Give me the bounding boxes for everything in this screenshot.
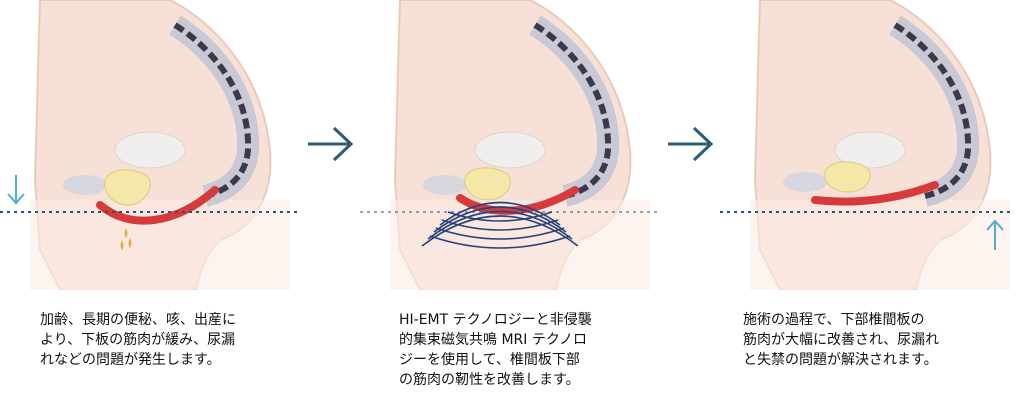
pelvic-bone [423, 175, 467, 195]
bladder [104, 169, 151, 206]
organ-shape [114, 131, 186, 169]
caption-line: より、下板の筋肉が緩み、尿漏 [40, 332, 236, 348]
diagram-panel-treatment [360, 0, 660, 290]
lower-body-fade [30, 200, 290, 290]
pelvis-illustration [720, 0, 1010, 290]
down-arrow-icon [7, 175, 25, 205]
spine-vertebrae [173, 22, 252, 199]
caption-line: と失禁の問題が解決されます。 [743, 352, 938, 368]
diagram-panel-weak-muscle [0, 0, 300, 290]
caption-step-2: HI-EMT テクノロジーと非侵襲 的集束磁気共鳴 MRI テクノロ ジーを使用… [399, 310, 649, 390]
pelvis-illustration [0, 0, 300, 290]
diagram-panel-improved [720, 0, 1020, 290]
caption-line: HI-EMT テクノロジーと非侵襲 [399, 312, 592, 328]
right-arrow-icon [664, 118, 716, 170]
magnetic-waves [421, 201, 579, 249]
caption-line: ジーを使用して、椎間板下部 [399, 352, 580, 368]
caption-step-1: 加齢、長期の便秘、咳、出産に より、下板の筋肉が緩み、尿漏 れなどの問題が発生し… [40, 310, 290, 370]
caption-step-3: 施術の過程で、下部椎間板の 筋肉が大幅に改善され、尿漏れ と失禁の問題が解決され… [743, 310, 993, 370]
spine-vertebrae [533, 22, 612, 199]
organ-shape [474, 131, 546, 169]
caption-line: 筋肉が大幅に改善され、尿漏れ [743, 332, 940, 348]
organ-shape [834, 131, 906, 169]
caption-line: 加齢、長期の便秘、咳、出産に [40, 312, 236, 328]
caption-line: れなどの問題が発生します。 [40, 352, 221, 368]
up-arrow-icon [986, 219, 1004, 250]
pelvic-floor-muscle-sagging [96, 186, 219, 225]
pelvis-illustration [360, 0, 660, 290]
pelvic-floor-muscle-restored [811, 181, 939, 206]
caption-line: の筋肉の靭性を改善します。 [399, 372, 580, 388]
caption-line: 施術の過程で、下部椎間板の [743, 312, 925, 328]
pelvic-bone [63, 175, 107, 195]
leak-drops [120, 228, 132, 250]
bladder [464, 167, 511, 201]
pelvic-bone [783, 172, 827, 192]
lower-body-fade [750, 200, 1010, 290]
caption-line: 的集束磁気共鳴 MRI テクノロ [399, 332, 587, 348]
pelvic-floor-muscle [456, 186, 579, 215]
spine-vertebrae [893, 22, 972, 199]
bladder [824, 161, 871, 193]
right-arrow-icon [304, 118, 356, 170]
